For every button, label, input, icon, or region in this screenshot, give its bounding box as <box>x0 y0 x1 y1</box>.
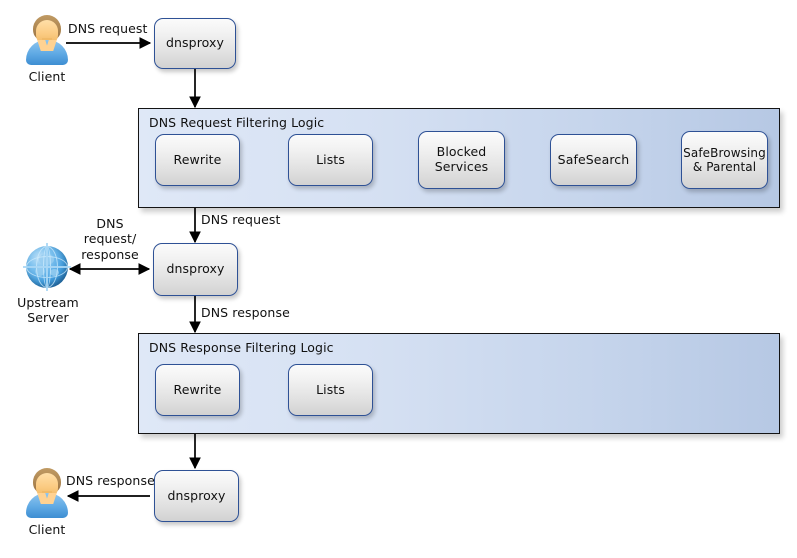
dnsproxy-bottom[interactable]: dnsproxy <box>154 470 239 522</box>
dnsproxy-middle[interactable]: dnsproxy <box>153 243 238 296</box>
dnsproxy-top[interactable]: dnsproxy <box>154 18 236 69</box>
dnsproxy-middle-label: dnsproxy <box>166 261 225 277</box>
edge-label-dnsproxy-to-client: DNS response <box>66 473 155 488</box>
dnsproxy-bottom-label: dnsproxy <box>167 487 226 503</box>
stage-lists-request-label: Lists <box>316 151 345 167</box>
group-response-filtering-title: DNS Response Filtering Logic <box>149 340 334 355</box>
stage-rewrite-response-label: Rewrite <box>173 381 222 397</box>
stage-blocked-services-label: Blocked Services <box>434 144 489 174</box>
client-top-label: Client <box>28 69 66 84</box>
edge-label-dnsproxy-to-response-filter: DNS response <box>201 305 290 320</box>
stage-blocked-services[interactable]: Blocked Services <box>418 131 505 189</box>
person-icon-bottom <box>24 468 70 518</box>
stage-lists-request[interactable]: Lists <box>288 134 373 186</box>
edge-label-dnsproxy-to-request-filter: DNS request <box>201 212 281 227</box>
edge-label-upstream-exchange: DNS request/ response <box>81 216 139 262</box>
group-response-filtering: DNS Response Filtering Logic <box>138 333 780 434</box>
upstream-server-label: Upstream Server <box>17 295 79 325</box>
stage-safesearch-label: SafeSearch <box>557 151 630 167</box>
client-bottom-label: Client <box>28 522 66 537</box>
stage-lists-response-label: Lists <box>316 381 345 397</box>
dnsproxy-top-label: dnsproxy <box>165 35 225 51</box>
stage-rewrite-request-label: Rewrite <box>173 151 222 167</box>
stage-safesearch[interactable]: SafeSearch <box>550 134 637 186</box>
stage-safebrowsing-parental-label: SafeBrowsing & Parental <box>683 145 766 174</box>
stage-rewrite-request[interactable]: Rewrite <box>155 134 240 186</box>
group-request-filtering-title: DNS Request Filtering Logic <box>149 115 325 130</box>
globe-icon <box>23 243 71 291</box>
stage-safebrowsing-parental[interactable]: SafeBrowsing & Parental <box>681 131 768 189</box>
edge-label-client-to-dnsproxy: DNS request <box>68 21 148 36</box>
stage-rewrite-response[interactable]: Rewrite <box>155 364 240 416</box>
stage-lists-response[interactable]: Lists <box>288 364 373 416</box>
person-icon <box>24 15 70 65</box>
